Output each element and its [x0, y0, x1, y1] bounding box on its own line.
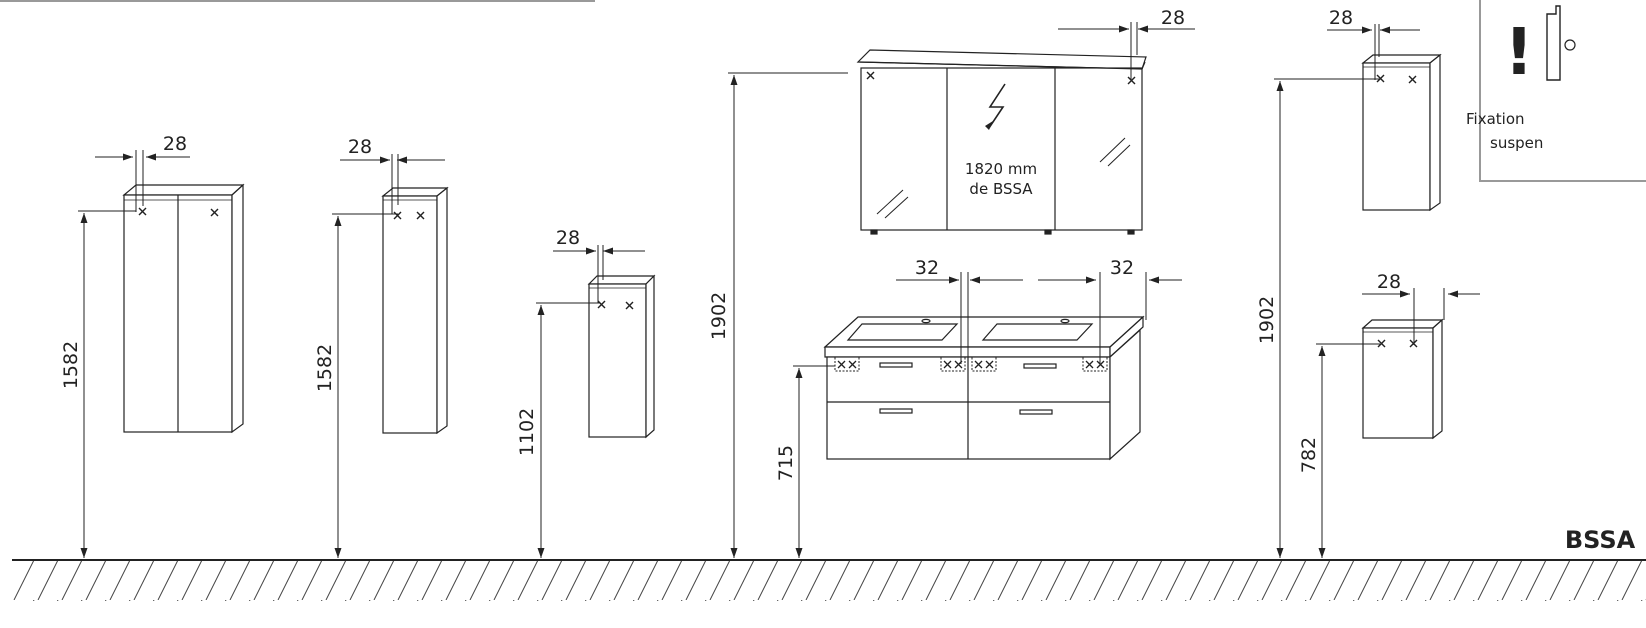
height-dimension-line — [793, 365, 835, 558]
height-dimension-line — [1316, 343, 1380, 558]
height-dimension-line — [1274, 78, 1380, 558]
height-dimension-line — [332, 213, 398, 558]
mount-bracket — [834, 356, 1108, 372]
low-cabinet — [1361, 318, 1444, 440]
height-label-1102: 1102 — [516, 408, 538, 456]
tall-double-cabinet — [122, 183, 245, 434]
height-label-1582: 1582 — [60, 341, 82, 389]
wall-bracket-icon — [1546, 5, 1561, 81]
dimension-label-32-right: 32 — [1110, 257, 1134, 279]
mirror-center-label-line2: de BSSA — [969, 180, 1033, 198]
dimension-28-arrows — [1327, 24, 1420, 80]
exclamation-icon: ! — [1504, 16, 1533, 90]
mirror-cabinet — [856, 49, 1147, 235]
height-dimension-line — [728, 72, 848, 558]
screw-icon — [1564, 39, 1576, 51]
vanity-unit — [823, 315, 1145, 461]
dimension-label-28: 28 — [348, 136, 372, 158]
dimension-28-arrows — [553, 245, 645, 303]
mount-mark — [1376, 74, 1417, 84]
height-label-1582: 1582 — [314, 344, 336, 392]
tall-single-cabinet — [381, 186, 449, 435]
wall-cabinet — [1361, 53, 1442, 212]
dimension-label-28: 28 — [163, 133, 187, 155]
height-label-1902: 1902 — [1256, 296, 1278, 344]
height-label-715: 715 — [775, 445, 797, 481]
dimension-label-28: 28 — [556, 227, 580, 249]
mirror-glare — [876, 137, 1131, 219]
mount-mark — [866, 71, 1136, 85]
electrical-icon — [988, 83, 1006, 129]
note-box: ! Fixation suspen — [1466, 0, 1646, 182]
dimension-label-28: 28 — [1377, 271, 1401, 293]
mount-mark — [393, 211, 425, 220]
dimension-32-right-arrows — [1038, 272, 1182, 364]
mount-mark — [138, 207, 219, 217]
height-label-1902: 1902 — [708, 292, 730, 340]
floor — [12, 559, 1646, 601]
dimension-28-arrows — [1058, 22, 1195, 80]
dimension-label-32-left: 32 — [915, 257, 939, 279]
note-line1: Fixation — [1466, 110, 1525, 128]
mount-mark — [837, 360, 1105, 369]
electrical-arrow-icon — [985, 121, 993, 130]
mount-mark — [597, 300, 634, 310]
dimension-label-28: 28 — [1161, 7, 1185, 29]
height-label-782: 782 — [1298, 437, 1320, 473]
height-dimension-line — [536, 302, 600, 558]
mirror-center-label-line1: 1820 mm — [965, 160, 1037, 178]
mid-cabinet — [587, 274, 656, 439]
dimension-28-arrows — [95, 150, 190, 212]
dimension-label-28: 28 — [1329, 7, 1353, 29]
dimension-32-left-arrows — [896, 272, 1023, 364]
dimension-28-arrows — [340, 154, 445, 214]
dimension-28-arrows — [1362, 288, 1480, 345]
note-line2: suspen — [1490, 134, 1543, 152]
floor-reference-label: BSSA — [1565, 526, 1636, 554]
height-dimension-line — [78, 210, 136, 558]
